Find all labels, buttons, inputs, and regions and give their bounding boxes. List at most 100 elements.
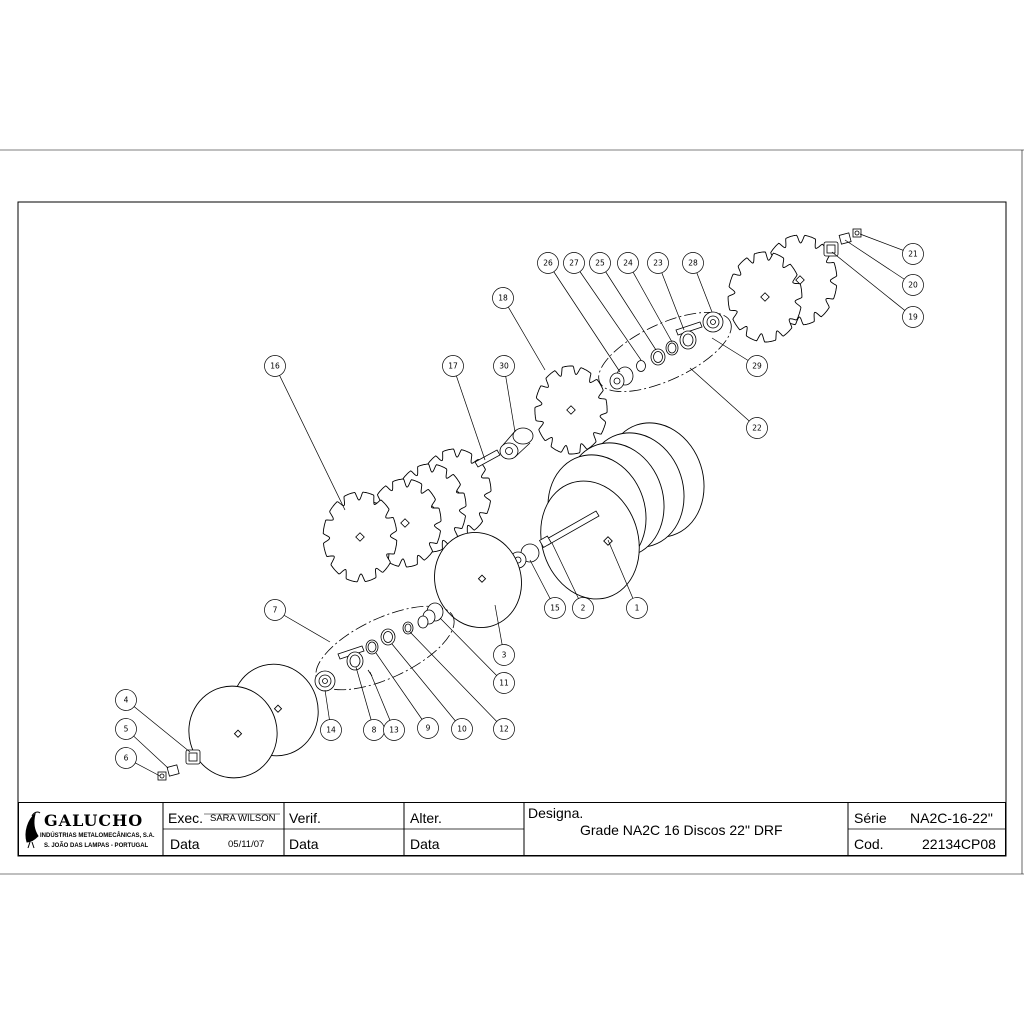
part-balloon-25: 25 (589, 252, 611, 274)
serie-label: Série (854, 810, 887, 826)
part-balloon-28: 28 (682, 252, 704, 274)
leader-line-4 (125, 699, 191, 753)
exec-value: SARA WILSON (210, 813, 276, 824)
part-balloon-20: 20 (902, 274, 924, 296)
axle-2 (538, 510, 600, 549)
exec-label: Exec. (168, 810, 204, 826)
part-number-22: 22 (752, 424, 762, 433)
part-number-20: 20 (908, 281, 918, 290)
leader-line-30 (503, 365, 516, 433)
part-balloon-15: 15 (544, 597, 566, 619)
company-sub: INDÚSTRIAS METALOMECÂNICAS, S.A. (40, 833, 155, 839)
cod-value: 22134CP08 (922, 836, 996, 852)
part-balloon-14: 14 (320, 719, 342, 741)
part-number-28: 28 (688, 259, 698, 268)
part-number-30: 30 (499, 362, 509, 371)
part-number-24: 24 (623, 259, 633, 268)
bearing-assembly-7-outline (315, 605, 455, 691)
end-nut-assembly-19-21 (823, 228, 862, 257)
leader-line-20 (844, 239, 914, 286)
leader-line-19 (831, 251, 914, 318)
leader-line-18 (502, 297, 546, 371)
bearing-assembly-22-outline (598, 311, 732, 393)
part-number-9: 9 (426, 724, 431, 733)
part-number-11: 11 (499, 679, 509, 688)
part-balloon-26: 26 (537, 252, 559, 274)
part-number-29: 29 (752, 362, 762, 371)
part-balloon-3: 3 (493, 644, 515, 666)
part-balloon-8: 8 (363, 719, 385, 741)
leader-line-27 (573, 262, 642, 361)
alter-date-label: Data (410, 836, 440, 852)
part-balloon-9: 9 (417, 717, 439, 739)
verif-label: Verif. (289, 810, 321, 826)
part-balloon-11: 11 (493, 672, 515, 694)
notched-disc-top-pair (727, 234, 838, 343)
end-nut-assembly-4-6 (157, 749, 201, 781)
company-location: S. JOÃO DAS LAMPAS - PORTUGAL (44, 843, 149, 849)
part-number-16: 16 (270, 362, 280, 371)
part-number-15: 15 (550, 604, 560, 613)
leader-line-2 (551, 542, 584, 609)
cod-label: Cod. (854, 836, 884, 852)
part-number-13: 13 (389, 726, 399, 735)
part-number-6: 6 (124, 754, 129, 763)
company-name: GALUCHO (44, 811, 144, 830)
title-block-grid (18, 802, 1006, 856)
alter-label: Alter. (410, 810, 442, 826)
part-number-4: 4 (124, 696, 129, 705)
plain-disc-3 (434, 532, 522, 628)
part-number-25: 25 (595, 259, 605, 268)
notched-disc-gang-16 (322, 448, 492, 583)
plain-disc-gang-1 (540, 422, 705, 600)
leader-line-24 (627, 262, 673, 343)
part-number-17: 17 (448, 362, 458, 371)
part-balloon-10: 10 (451, 718, 473, 740)
part-number-27: 27 (569, 259, 579, 268)
part-balloon-13: 13 (383, 719, 405, 741)
bird-logo-icon (25, 811, 41, 849)
part-balloon-17: 17 (442, 355, 464, 377)
part-balloon-2: 2 (572, 597, 594, 619)
leader-line-8 (355, 666, 375, 731)
bearing-assembly-7-parts (314, 602, 444, 692)
plain-disc-lower-pair (188, 663, 319, 779)
leader-line-12 (409, 631, 505, 730)
verif-date-label: Data (289, 836, 319, 852)
designa-value: Grade NA2C 16 Discos 22" DRF (580, 822, 783, 838)
leader-line-10 (391, 643, 463, 730)
leader-line-9 (375, 652, 429, 729)
leader-line-1 (607, 539, 638, 609)
leader-line-26 (547, 262, 621, 373)
part-balloon-24: 24 (617, 252, 639, 274)
part-balloon-1: 1 (626, 597, 648, 619)
part-number-14: 14 (326, 726, 336, 735)
part-balloon-12: 12 (493, 718, 515, 740)
part-number-18: 18 (498, 294, 508, 303)
part-number-21: 21 (908, 250, 918, 259)
part-number-5: 5 (124, 725, 129, 734)
part-balloon-21: 21 (902, 243, 924, 265)
leader-lines (125, 233, 914, 777)
spool-30 (499, 427, 534, 460)
part-number-3: 3 (502, 651, 507, 660)
designa-label: Designa. (528, 805, 584, 821)
part-balloon-19: 19 (902, 306, 924, 328)
leader-line-22 (689, 367, 758, 429)
part-balloon-5: 5 (115, 718, 137, 740)
part-number-7: 7 (273, 606, 278, 615)
part-balloon-4: 4 (115, 689, 137, 711)
part-balloon-18: 18 (492, 287, 514, 309)
part-balloon-7: 7 (264, 599, 286, 621)
serie-value: NA2C-16-22" (910, 810, 993, 826)
leader-line-16 (274, 365, 346, 511)
part-number-8: 8 (372, 726, 377, 735)
part-balloon-16: 16 (264, 355, 286, 377)
leader-line-23 (657, 262, 685, 331)
part-number-1: 1 (635, 604, 640, 613)
title-block: GALUCHO INDÚSTRIAS METALOMECÂNICAS, S.A.… (18, 802, 1006, 856)
exec-date-label: Data (170, 836, 200, 852)
part-number-23: 23 (653, 259, 663, 268)
